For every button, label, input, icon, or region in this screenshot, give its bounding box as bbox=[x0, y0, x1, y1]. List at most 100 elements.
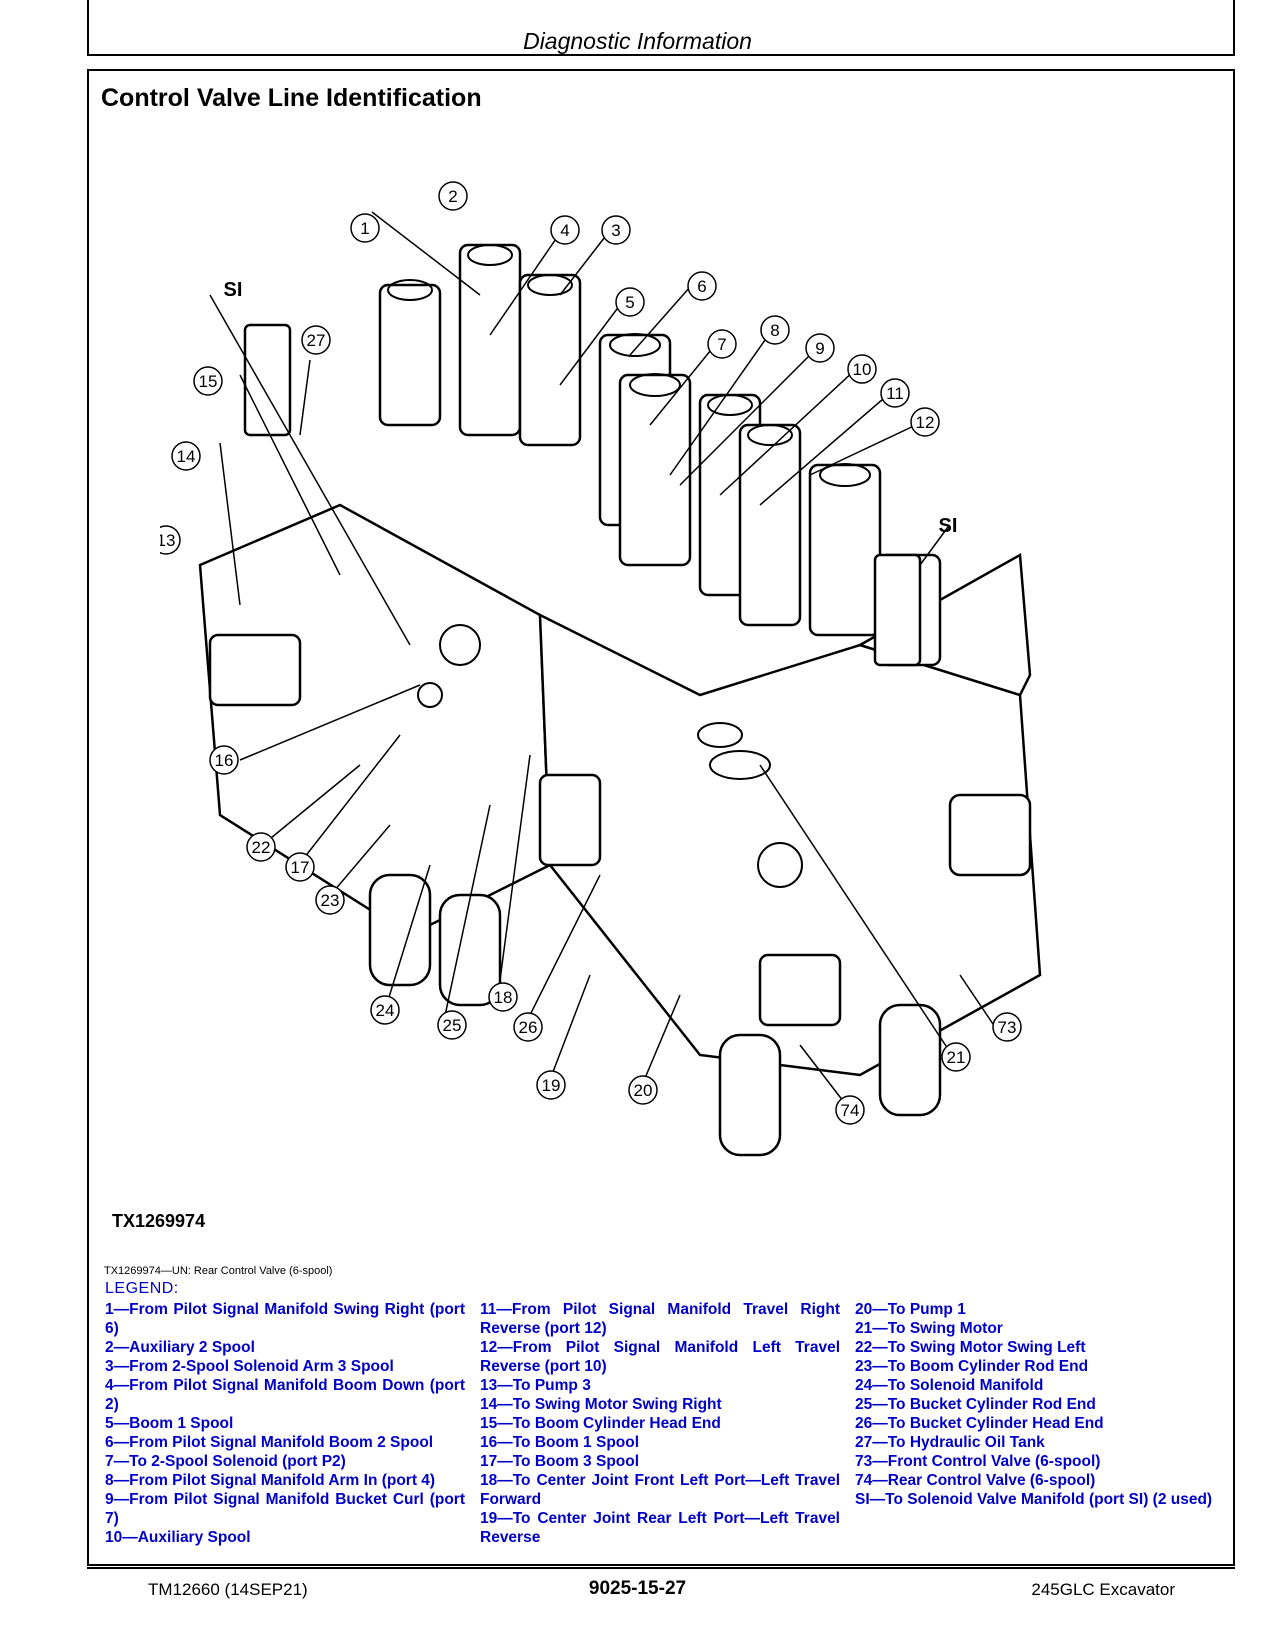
callout-26: 26 bbox=[513, 1012, 543, 1042]
svg-text:27: 27 bbox=[307, 331, 326, 350]
section-title: Control Valve Line Identification bbox=[101, 84, 482, 112]
footer-rule bbox=[87, 1567, 1235, 1569]
control-valve-illustration: 1 2 3 4 5 6 7 8 9 10 11 12 13 14 15 16 1… bbox=[160, 181, 1042, 1157]
legend-item: 26—To Bucket Cylinder Head End bbox=[855, 1415, 1104, 1432]
callout-21: 21 bbox=[941, 1042, 971, 1072]
legend-item: 14—To Swing Motor Swing Right bbox=[480, 1396, 722, 1413]
legend-item: 73—Front Control Valve (6-spool) bbox=[855, 1453, 1101, 1470]
callout-23: 23 bbox=[315, 885, 345, 915]
svg-text:25: 25 bbox=[443, 1016, 462, 1035]
legend-item: 9—From Pilot Signal Manifold Bucket Curl… bbox=[105, 1491, 465, 1527]
legend-item: 11—From Pilot Signal Manifold Travel Rig… bbox=[480, 1301, 840, 1337]
callout-19: 19 bbox=[536, 1070, 566, 1100]
callout-22: 22 bbox=[246, 832, 276, 862]
callout-20: 20 bbox=[628, 1075, 658, 1105]
svg-text:23: 23 bbox=[321, 891, 340, 910]
svg-text:14: 14 bbox=[177, 447, 196, 466]
legend-item: 16—To Boom 1 Spool bbox=[480, 1434, 640, 1451]
svg-text:18: 18 bbox=[494, 988, 513, 1007]
svg-text:11: 11 bbox=[886, 384, 904, 403]
legend-item: 1—From Pilot Signal Manifold Swing Right… bbox=[105, 1301, 465, 1337]
callout-73: 73 bbox=[992, 1012, 1022, 1042]
callout-25: 25 bbox=[437, 1010, 467, 1040]
svg-text:5: 5 bbox=[625, 293, 634, 312]
callout-9: 9 bbox=[805, 333, 835, 363]
callout-16: 16 bbox=[209, 745, 239, 775]
figure-caption: TX1269974—UN: Rear Control Valve (6-spoo… bbox=[104, 1265, 333, 1277]
callout-14: 14 bbox=[171, 441, 201, 471]
svg-text:4: 4 bbox=[560, 221, 569, 240]
legend-item: 19—To Center Joint Rear Left Port—Left T… bbox=[480, 1510, 840, 1546]
legend-item: 7—To 2-Spool Solenoid (port P2) bbox=[105, 1453, 346, 1470]
callout-3: 3 bbox=[601, 215, 631, 245]
legend-item: 21—To Swing Motor bbox=[855, 1320, 1003, 1337]
footer-page-number: 9025-15-27 bbox=[588, 1578, 687, 1599]
legend-item: 27—To Hydraulic Oil Tank bbox=[855, 1434, 1045, 1451]
callout-10: 10 bbox=[847, 354, 877, 384]
content-frame bbox=[87, 69, 1235, 1566]
svg-text:15: 15 bbox=[199, 372, 218, 391]
svg-text:16: 16 bbox=[215, 751, 234, 770]
svg-text:12: 12 bbox=[916, 413, 935, 432]
svg-text:74: 74 bbox=[841, 1101, 860, 1120]
legend-item: 74—Rear Control Valve (6-spool) bbox=[855, 1472, 1096, 1489]
callout-2: 2 bbox=[438, 181, 468, 211]
svg-text:24: 24 bbox=[376, 1001, 395, 1020]
legend-item: 18—To Center Joint Front Left Port—Left … bbox=[480, 1472, 840, 1508]
legend-item: 22—To Swing Motor Swing Left bbox=[855, 1339, 1086, 1356]
legend-item: 20—To Pump 1 bbox=[855, 1301, 966, 1318]
svg-text:17: 17 bbox=[291, 858, 310, 877]
callout-5: 5 bbox=[615, 287, 645, 317]
svg-text:7: 7 bbox=[717, 335, 726, 354]
si-label-right: SI bbox=[939, 515, 958, 537]
callout-8: 8 bbox=[760, 315, 790, 345]
legend-item: 8—From Pilot Signal Manifold Arm In (por… bbox=[105, 1472, 436, 1489]
callout-24: 24 bbox=[370, 995, 400, 1025]
callout-7: 7 bbox=[707, 329, 737, 359]
legend-column-2: 11—From Pilot Signal Manifold Travel Rig… bbox=[480, 1300, 840, 1547]
footer-model: 245GLC Excavator bbox=[1031, 1580, 1175, 1599]
svg-text:26: 26 bbox=[519, 1018, 538, 1037]
svg-text:20: 20 bbox=[634, 1081, 653, 1100]
svg-text:8: 8 bbox=[770, 321, 779, 340]
callout-18: 18 bbox=[488, 982, 518, 1012]
callout-27: 27 bbox=[301, 325, 331, 355]
callout-13: 13 bbox=[160, 525, 181, 555]
callout-4: 4 bbox=[550, 215, 580, 245]
callout-6: 6 bbox=[687, 271, 717, 301]
header-frame bbox=[87, 0, 1235, 56]
svg-text:21: 21 bbox=[947, 1048, 966, 1067]
svg-text:3: 3 bbox=[611, 221, 620, 240]
svg-text:19: 19 bbox=[542, 1076, 561, 1095]
legend-item: 15—To Boom Cylinder Head End bbox=[480, 1415, 721, 1432]
si-label-left: SI bbox=[224, 279, 243, 301]
legend-item: 2—Auxiliary 2 Spool bbox=[105, 1339, 255, 1356]
page-header: Diagnostic Information bbox=[523, 28, 752, 54]
legend-title: LEGEND: bbox=[105, 1280, 179, 1297]
svg-text:10: 10 bbox=[853, 360, 872, 379]
svg-text:1: 1 bbox=[360, 219, 369, 238]
svg-text:6: 6 bbox=[697, 277, 706, 296]
valve-body-right bbox=[856, 552, 1032, 697]
legend-item: 12—From Pilot Signal Manifold Left Trave… bbox=[480, 1339, 840, 1375]
legend-item: 10—Auxiliary Spool bbox=[105, 1529, 251, 1546]
legend-item: 17—To Boom 3 Spool bbox=[480, 1453, 640, 1470]
figure-id: TX1269974 bbox=[112, 1211, 206, 1231]
legend-item: 5—Boom 1 Spool bbox=[105, 1415, 234, 1432]
callout-11: 11 bbox=[880, 378, 910, 408]
footer-doc-id: TM12660 (14SEP21) bbox=[148, 1580, 308, 1599]
legend-item: 24—To Solenoid Manifold bbox=[855, 1377, 1044, 1394]
callout-15: 15 bbox=[193, 366, 223, 396]
legend-column-3: 20—To Pump 1 21—To Swing Motor 22—To Swi… bbox=[855, 1300, 1215, 1509]
legend-item: 23—To Boom Cylinder Rod End bbox=[855, 1358, 1089, 1375]
svg-text:9: 9 bbox=[815, 339, 824, 358]
callout-12: 12 bbox=[910, 407, 940, 437]
callout-1: 1 bbox=[350, 213, 380, 243]
svg-text:2: 2 bbox=[448, 187, 457, 206]
legend-item: 25—To Bucket Cylinder Rod End bbox=[855, 1396, 1096, 1413]
svg-text:13: 13 bbox=[160, 531, 175, 550]
valve-body-left bbox=[198, 503, 552, 937]
legend-column-1: 1—From Pilot Signal Manifold Swing Right… bbox=[105, 1300, 465, 1547]
svg-text:22: 22 bbox=[252, 838, 271, 857]
legend-item: 6—From Pilot Signal Manifold Boom 2 Spoo… bbox=[105, 1434, 434, 1451]
